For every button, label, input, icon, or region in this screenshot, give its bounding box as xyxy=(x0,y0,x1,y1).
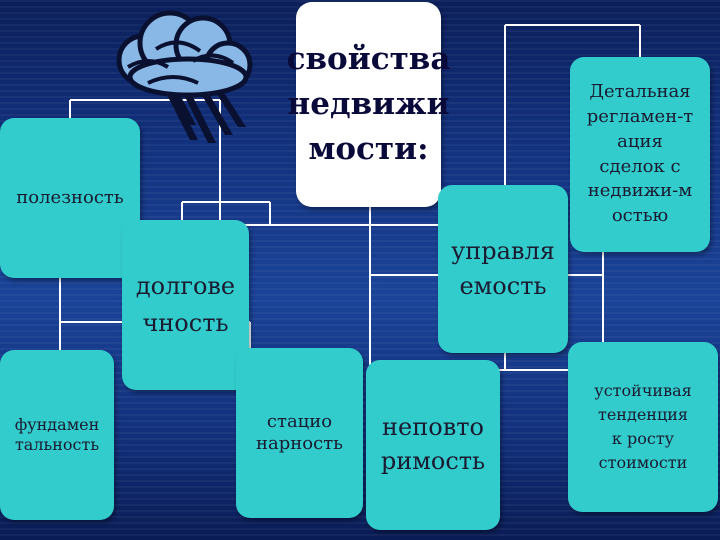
property-usefulness-box: полезность xyxy=(0,118,140,278)
property-uniqueness-label: неповто римость xyxy=(381,411,485,478)
central-title-box: свойства недвижи мости: xyxy=(296,2,441,207)
property-durability-box: долгове чность xyxy=(122,220,249,390)
property-regulation-box: Детальная регламен-т ация сделок с недви… xyxy=(570,57,710,252)
property-regulation-label: Детальная регламен-т ация сделок с недви… xyxy=(587,80,693,229)
property-manageability-label: управля емость xyxy=(451,234,555,304)
property-immobility-label: стацио нарность xyxy=(256,411,343,456)
property-uniqueness-box: неповто римость xyxy=(366,360,500,530)
property-durability-label: долгове чность xyxy=(136,268,235,342)
property-immobility-box: стацио нарность xyxy=(236,348,363,518)
property-manageability-box: управля емость xyxy=(438,185,568,353)
property-fundamentality-box: фундамен тальность xyxy=(0,350,114,520)
property-value-growth-label: устойчивая тенденция к росту стоимости xyxy=(594,379,691,475)
property-value-growth-box: устойчивая тенденция к росту стоимости xyxy=(568,342,718,512)
property-usefulness-label: полезность xyxy=(16,187,123,210)
central-title-text: свойства недвижи мости: xyxy=(287,37,451,172)
property-fundamentality-label: фундамен тальность xyxy=(15,415,100,455)
